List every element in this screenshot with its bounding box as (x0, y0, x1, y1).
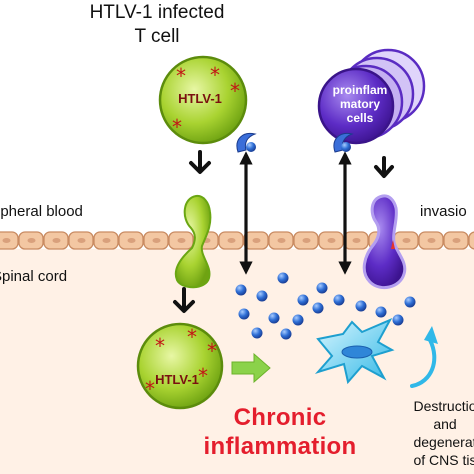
cytokine-dot (316, 282, 328, 294)
htlv1-label-bottom: HTLV-1 (155, 372, 199, 387)
cytokine-dot (268, 312, 280, 324)
blood-brain-barrier (0, 231, 474, 250)
cytokine-dot (375, 306, 387, 318)
virus-star: * (198, 364, 208, 388)
virus-star: * (207, 339, 217, 363)
arrow-down-infected-cell (189, 150, 211, 174)
inflammation-label: inflammation (203, 433, 357, 460)
barrier-cell-nucleus (252, 238, 261, 243)
cytokine-receptor-left (236, 132, 257, 153)
cytokine-dot (297, 294, 309, 306)
barrier-cell-nucleus (52, 238, 61, 243)
cytokines (235, 272, 416, 340)
infected-t-cell-bottom: * * * * * (136, 322, 224, 410)
transmigrating-proinflammatory-cell (362, 194, 407, 290)
infected-t-cell-top: * * * * (158, 55, 248, 145)
cytokine-dot (238, 308, 250, 320)
barrier-cell-nucleus (2, 238, 11, 243)
barrier-cell-nucleus (452, 238, 461, 243)
virus-star: * (155, 334, 165, 358)
destruction-label-line2: and (433, 416, 457, 432)
cytokine-dot (312, 302, 324, 314)
cytokine-dot (392, 314, 404, 326)
virus-star: * (172, 115, 182, 139)
peripheral-blood-label: ripheral blood (0, 203, 83, 220)
barrier-cell-nucleus (302, 238, 311, 243)
green-arrow-icon (231, 352, 271, 384)
curved-arrow-icon (410, 326, 438, 388)
spinal-cord-label: Spinal cord (0, 268, 68, 285)
barrier-cell-nucleus (227, 238, 236, 243)
htlv1-label-top: HTLV-1 (178, 91, 222, 106)
arrow-down-to-spinal-cord (173, 287, 195, 313)
infected-cell-title: HTLV-1 infected (89, 2, 225, 23)
virus-star: * (210, 63, 220, 87)
barrier-cell-nucleus (402, 238, 411, 243)
cytokine-dot (256, 290, 268, 302)
cytokine-dot (277, 272, 289, 284)
virus-star: * (187, 325, 197, 349)
barrier-cell (468, 231, 474, 250)
transmigrating-t-cell (174, 194, 212, 289)
proinflammatory-label-line3: cells (346, 111, 374, 125)
destruction-label-line3: degenerat (413, 434, 474, 450)
arrow-down-proinflammatory-cell (374, 156, 394, 178)
virus-star: * (176, 64, 186, 88)
cytokine-dot (251, 327, 263, 339)
virus-star: * (230, 79, 240, 103)
virus-star: * (145, 377, 155, 401)
barrier-cell-nucleus (102, 238, 111, 243)
target-neural-cell (314, 317, 395, 385)
cytokine-dot (280, 328, 292, 340)
red-marker-icon (391, 240, 395, 249)
cytokine-receptor-right (333, 132, 354, 153)
proinflammatory-cells (317, 48, 426, 145)
barrier-cell-nucleus (127, 238, 136, 243)
barrier-cell-nucleus (327, 238, 336, 243)
barrier-cell-nucleus (277, 238, 286, 243)
barrier-cell-nucleus (427, 238, 436, 243)
barrier-cell-nucleus (27, 238, 36, 243)
infected-cell-subtitle: T cell (134, 26, 180, 47)
destruction-label-line4: of CNS tis (413, 452, 474, 468)
barrier-cell-nucleus (152, 238, 161, 243)
destruction-label-line1: Destructio (413, 398, 474, 414)
invasion-label: invasio (420, 203, 467, 220)
barrier-cell-nucleus (77, 238, 86, 243)
cytokine-dot (333, 294, 345, 306)
cytokine-dot (235, 284, 247, 296)
cytokine-dot (404, 296, 416, 308)
chronic-label: Chronic (233, 404, 327, 431)
barrier-cell-nucleus (177, 238, 186, 243)
proinflammatory-label-line1: proinflam (332, 83, 388, 97)
proinflammatory-label-line2: matory (339, 97, 380, 111)
cytokine-dot (292, 314, 304, 326)
barrier-cell-nucleus (352, 238, 361, 243)
cytokine-dot (355, 300, 367, 312)
